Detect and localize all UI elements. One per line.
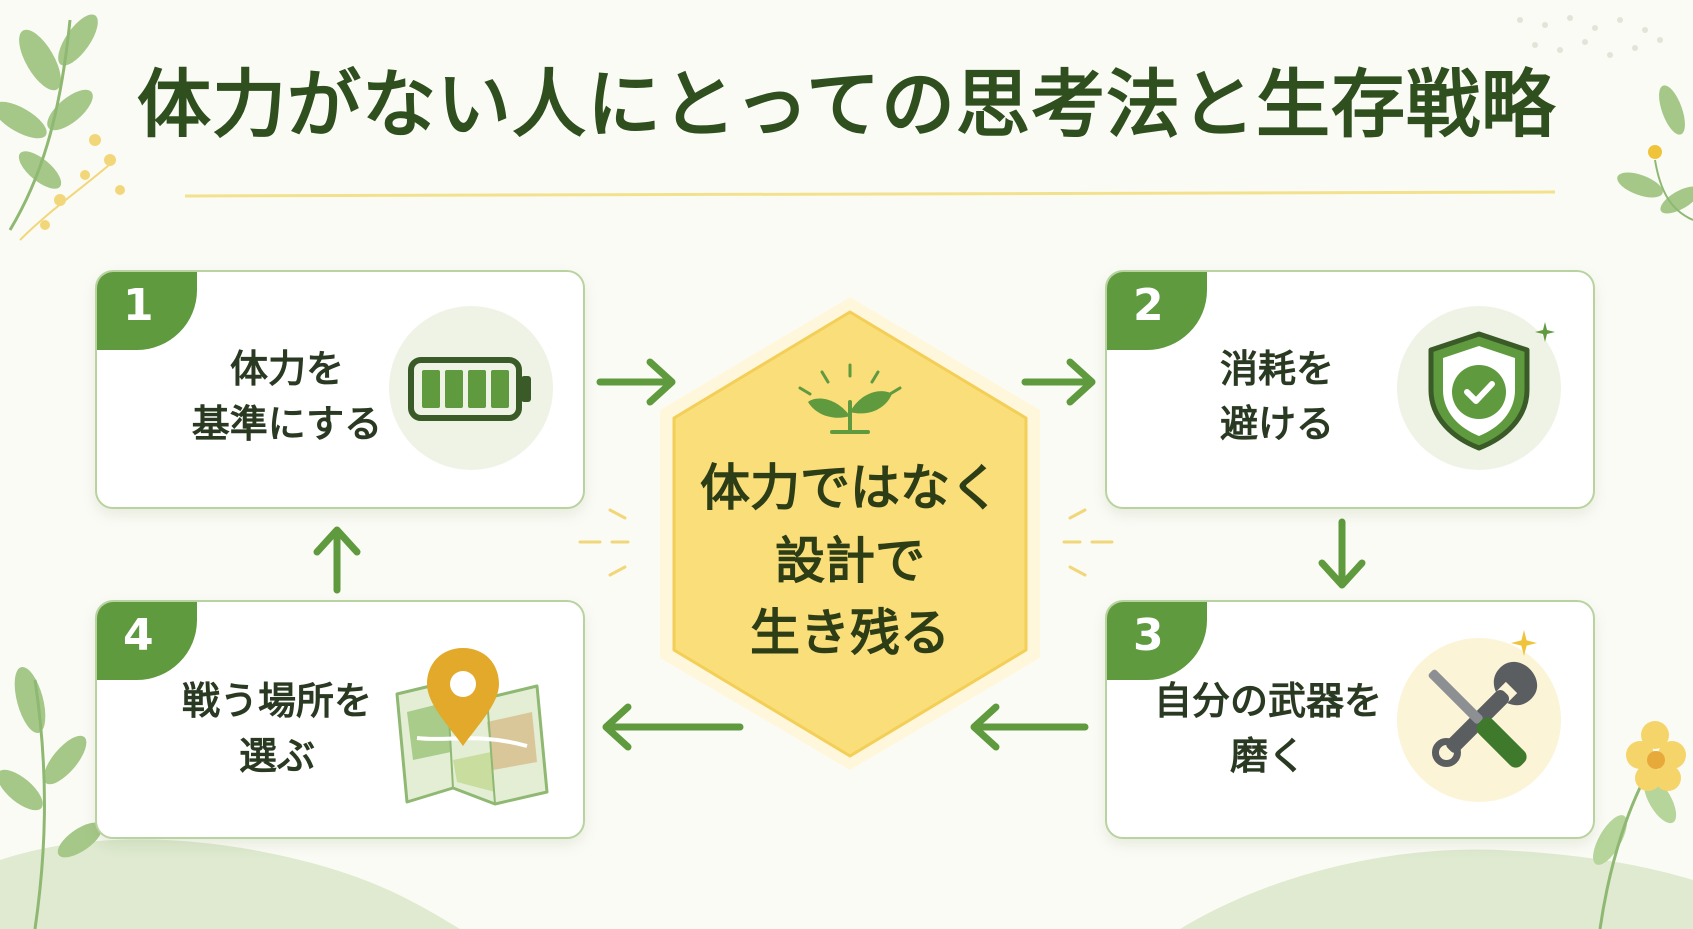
map-pin-icon [395,648,549,806]
icon-circle [389,306,553,470]
arrow-4-to-1 [313,526,361,594]
shield-check-icon [1428,331,1530,451]
arrow-2-to-3 [1318,518,1366,589]
arrow-center-to-2 [1021,358,1096,406]
wrench-screwdriver-icon [1428,661,1538,768]
step-number: 2 [1133,280,1164,331]
step-card-3: 3 自分の武器を 磨く [1105,600,1595,839]
icon-circle [1397,638,1561,802]
icon-circle [1397,306,1561,470]
step-number: 4 [123,610,154,661]
center-message: 体力ではなく 設計で 生き残る [700,459,1000,662]
step-number-badge: 3 [1107,602,1207,680]
battery-icon [408,357,531,421]
arrow-1-to-center [596,358,676,406]
step-number: 3 [1133,610,1164,661]
arrow-3-to-center [970,703,1089,751]
step-text: 消耗を 避ける [1219,347,1334,447]
step-text: 戦う場所を 選ぶ [181,679,372,779]
step-number-badge: 1 [97,272,197,350]
step-card-4: 4 戦う場所を 選ぶ [95,600,585,839]
step-card-2: 2 消耗を 避ける [1105,270,1595,509]
step-text: 体力を 基準にする [191,347,383,447]
page-title: 体力がない人にとっての思考法と生存戦略 [136,62,1557,148]
sprout-icon [798,363,902,434]
arrow-center-to-4 [602,703,744,751]
step-text: 自分の武器を 磨く [1153,679,1382,779]
sparkle-icon [1511,630,1537,656]
step-number-badge: 4 [97,602,197,680]
sparkle-icon [1535,322,1555,342]
step-number-badge: 2 [1107,272,1207,350]
step-card-1: 1 体力を 基準にする [95,270,585,509]
step-number: 1 [123,280,154,331]
